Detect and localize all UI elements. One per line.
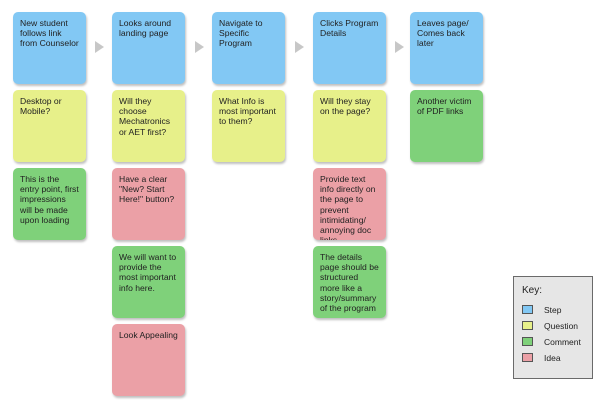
step-note-4: Clicks Program Details — [313, 12, 386, 84]
flow-arrow-icon — [295, 41, 304, 53]
legend-label-idea: Idea — [544, 352, 561, 363]
legend-label-question: Question — [544, 320, 579, 331]
legend-label-step: Step — [544, 304, 562, 315]
step-note-1: New student follows link from Counselor — [13, 12, 86, 84]
legend-title: Key: — [522, 285, 543, 296]
legend-item-question: Question — [522, 320, 592, 331]
question-note-1-1: Desktop or Mobile? — [13, 90, 86, 162]
legend-item-comment: Comment — [522, 336, 592, 347]
legend-item-idea: Idea — [522, 352, 592, 363]
legend-item-step: Step — [522, 304, 592, 315]
comment-note-5-1: Another victim of PDF links — [410, 90, 483, 162]
step-note-2: Looks around landing page — [112, 12, 185, 84]
step-note-3: Navigate to Specific Program — [212, 12, 285, 84]
legend-swatch-question — [522, 321, 533, 330]
comment-note-2-3: We will want to provide the most importa… — [112, 246, 185, 318]
legend-key: Key: Step Question Comment Idea — [513, 276, 593, 379]
idea-note-4-2: Provide text info directly on the page t… — [313, 168, 386, 240]
question-note-2-1: Will they choose Mechatronics or AET fir… — [112, 90, 185, 162]
flow-arrow-icon — [95, 41, 104, 53]
legend-label-comment: Comment — [544, 336, 581, 347]
idea-note-2-2: Have a clear "New? Start Here!" button? — [112, 168, 185, 240]
legend-swatch-step — [522, 305, 533, 314]
flow-arrow-icon — [195, 41, 204, 53]
idea-note-2-4: Look Appealing — [112, 324, 185, 396]
legend-swatch-comment — [522, 337, 533, 346]
comment-note-1-2: This is the entry point, first impressio… — [13, 168, 86, 240]
legend-swatch-idea — [522, 353, 533, 362]
question-note-3-1: What Info is most important to them? — [212, 90, 285, 162]
comment-note-4-3: The details page should be structured mo… — [313, 246, 386, 318]
step-note-5: Leaves page/ Comes back later — [410, 12, 483, 84]
flow-arrow-icon — [395, 41, 404, 53]
question-note-4-1: Will they stay on the page? — [313, 90, 386, 162]
